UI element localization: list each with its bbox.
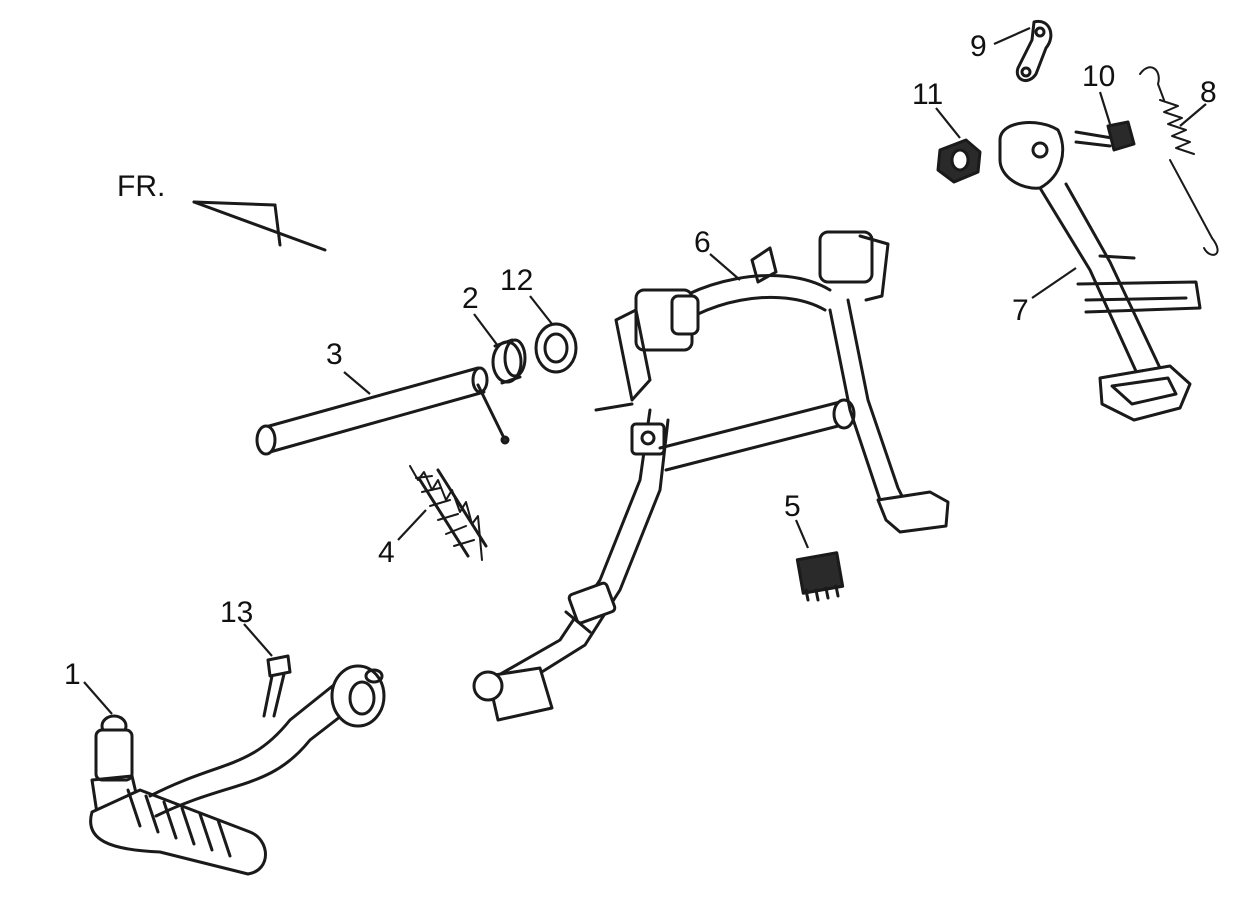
callout-7: 7 [1012, 294, 1029, 327]
callout-labels: 1 2 3 4 5 6 7 8 9 10 11 12 13 [64, 30, 1217, 691]
part-4-spring [409, 465, 488, 561]
front-label: FR. [117, 170, 165, 203]
part-8-tension-spring [1139, 66, 1219, 256]
callout-3: 3 [326, 338, 343, 371]
leader-lines [83, 26, 1207, 715]
callout-9: 9 [970, 30, 987, 63]
part-2-bushing [491, 338, 527, 385]
callout-12: 12 [500, 264, 533, 297]
callout-6: 6 [694, 226, 711, 259]
callout-11: 11 [912, 78, 943, 111]
callout-2: 2 [462, 282, 479, 315]
part-10-bolt [1074, 120, 1136, 152]
part-5-rubber-stopper [795, 551, 845, 602]
part-11-nut [936, 138, 982, 184]
part-9-bracket [1015, 19, 1053, 83]
part-12-washer [534, 322, 578, 374]
callout-4: 4 [378, 536, 395, 569]
direction-arrow-icon [192, 200, 327, 252]
part-7-side-stand [998, 121, 1202, 422]
part-6-main-stand [472, 230, 950, 722]
part-13-screw [262, 654, 292, 718]
callout-5: 5 [784, 490, 801, 523]
callout-10: 10 [1082, 60, 1115, 93]
callout-13: 13 [220, 596, 253, 629]
callout-8: 8 [1200, 76, 1217, 109]
front-direction-indicator: FR. [117, 170, 327, 252]
part-3-shaft [255, 366, 510, 456]
callout-1: 1 [64, 658, 81, 691]
part-1-kick-lever [89, 664, 386, 876]
